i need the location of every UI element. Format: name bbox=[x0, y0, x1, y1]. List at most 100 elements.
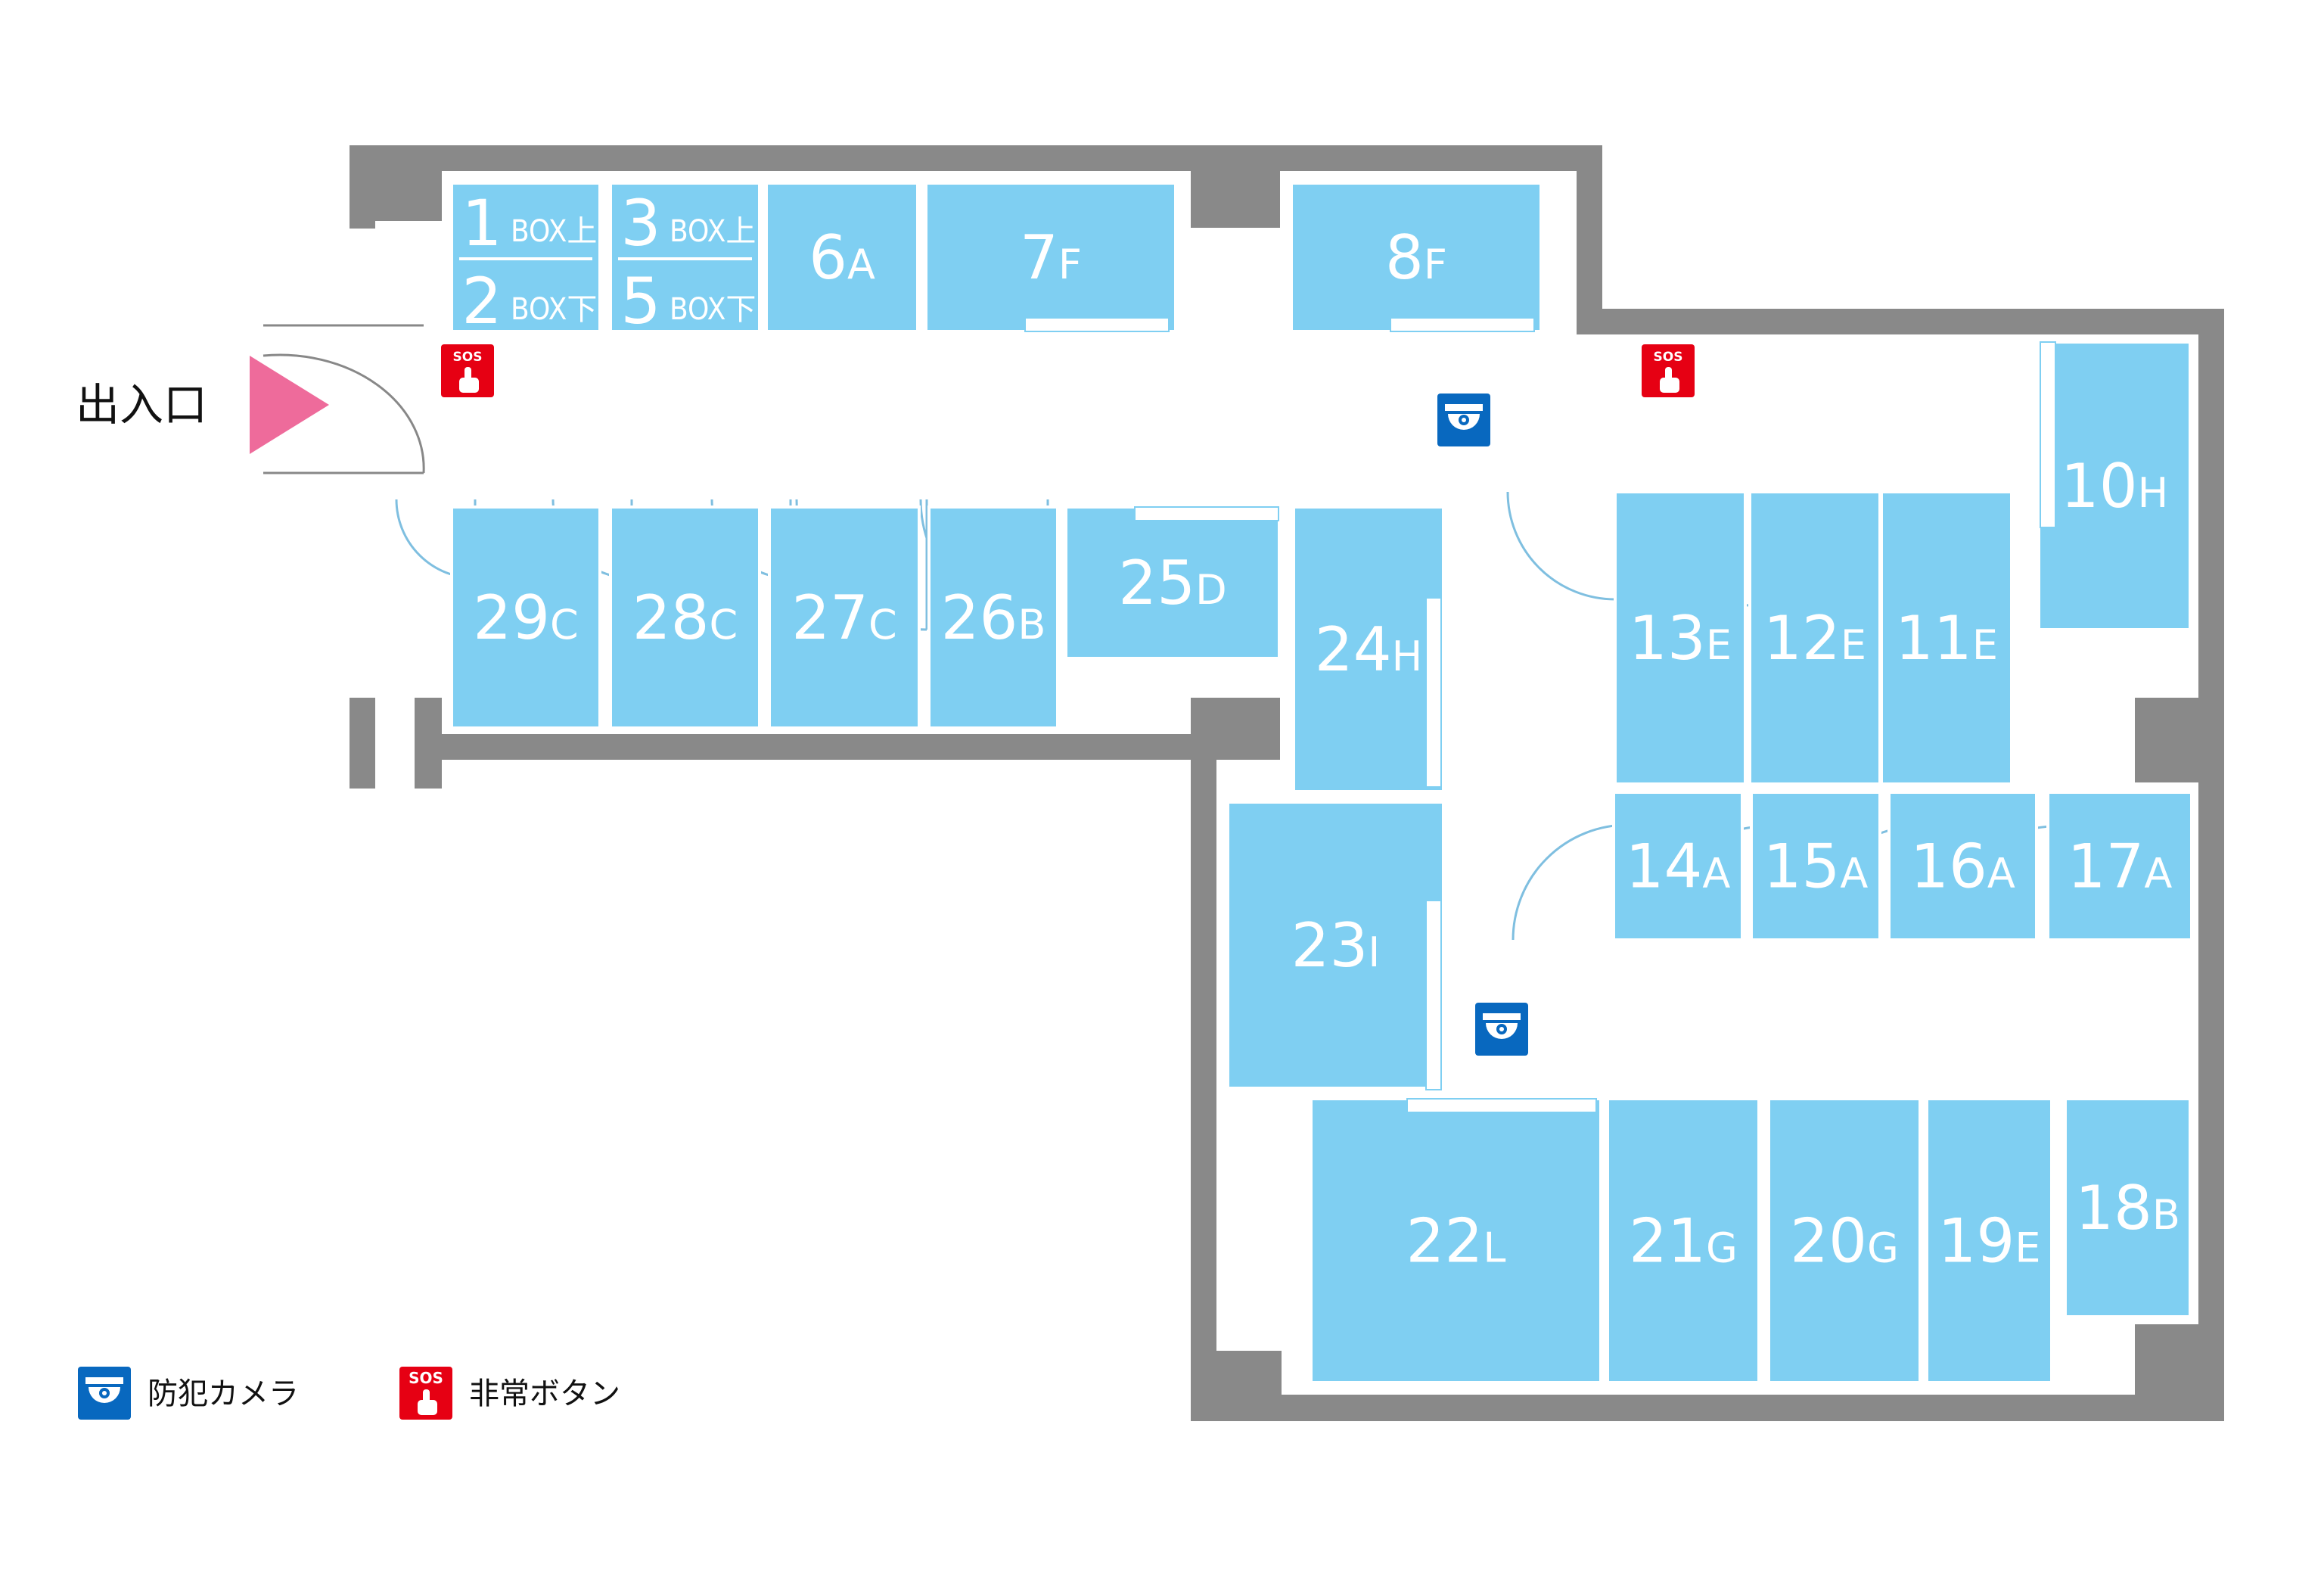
unit-type: B bbox=[1018, 601, 1045, 649]
unit-number: 29 bbox=[473, 583, 550, 653]
security-camera-icon bbox=[1475, 1003, 1528, 1056]
unit-number: 17 bbox=[2068, 832, 2145, 902]
box-number-top: 3 bbox=[620, 186, 660, 260]
unit-type: A bbox=[1702, 850, 1730, 897]
wall bbox=[2135, 698, 2224, 782]
unit-type: F bbox=[1058, 241, 1082, 288]
wall bbox=[1191, 1395, 2224, 1421]
unit-17: 17A bbox=[2046, 791, 2193, 941]
unit-label: 18B bbox=[2075, 1173, 2180, 1243]
unit-block bbox=[1887, 791, 2038, 941]
wall bbox=[1191, 734, 1216, 1421]
unit-block bbox=[1292, 505, 1445, 793]
unit-block bbox=[1767, 1097, 1922, 1384]
wall bbox=[1191, 1351, 1282, 1421]
wall bbox=[1191, 698, 1280, 760]
unit-number: 28 bbox=[632, 583, 710, 653]
legend-label-camera: 防犯カメラ bbox=[148, 1376, 299, 1411]
sos-button-icon: SOS bbox=[441, 344, 494, 397]
unit-number: 10 bbox=[2061, 451, 2138, 521]
unit-7: 7F bbox=[924, 182, 1177, 333]
unit-12: 12E bbox=[1748, 490, 1881, 785]
unit-16: 16A bbox=[1887, 791, 2038, 941]
unit-number: 27 bbox=[791, 583, 868, 653]
unit-label: 15A bbox=[1763, 832, 1869, 902]
unit-type: F bbox=[1424, 241, 1447, 288]
wall bbox=[350, 145, 442, 221]
unit-block bbox=[927, 505, 1059, 729]
unit-type: E bbox=[1841, 621, 1866, 669]
building-walls bbox=[263, 145, 2224, 1421]
unit-block bbox=[1606, 1097, 1760, 1384]
unit-block bbox=[1064, 505, 1281, 660]
unit-block bbox=[2037, 341, 2192, 631]
unit-20: 20G bbox=[1767, 1097, 1922, 1384]
unit-type: A bbox=[1840, 850, 1868, 897]
unit-number: 21 bbox=[1629, 1206, 1706, 1277]
unit-block bbox=[1614, 490, 1747, 785]
security-camera-icon bbox=[78, 1367, 131, 1420]
unit-number: 8 bbox=[1385, 222, 1424, 293]
unit-block bbox=[1750, 791, 1881, 941]
unit-27: 27C bbox=[768, 505, 921, 729]
entrance-opening bbox=[415, 325, 442, 473]
unit-label: 20G bbox=[1790, 1206, 1899, 1277]
unit-type: C bbox=[550, 601, 579, 649]
legend-item-camera: 防犯カメラ bbox=[78, 1367, 299, 1420]
unit-label: 29C bbox=[473, 583, 579, 653]
svg-text:SOS: SOS bbox=[409, 1369, 443, 1387]
entrance-label: 出入口 bbox=[76, 379, 207, 431]
unit-6: 6A bbox=[765, 182, 919, 333]
unit-label: 27C bbox=[791, 583, 897, 653]
unit-block bbox=[450, 505, 601, 729]
unit-number: 24 bbox=[1315, 614, 1392, 685]
unit-type: I bbox=[1368, 929, 1380, 976]
box-label-bottom: BOX下 bbox=[511, 292, 597, 327]
unit-8: 8F bbox=[1290, 182, 1543, 333]
security-camera-icon bbox=[1437, 394, 1490, 446]
unit-29: 29C bbox=[450, 505, 601, 729]
unit-type: D bbox=[1195, 566, 1227, 614]
unit-number: 14 bbox=[1626, 832, 1703, 902]
unit-number: 6 bbox=[809, 222, 847, 293]
unit-block bbox=[1226, 801, 1445, 1090]
unit-block bbox=[2064, 1097, 2192, 1318]
unit-type: L bbox=[1483, 1224, 1505, 1272]
unit-label: 25D bbox=[1118, 548, 1226, 618]
sos-button-icon: SOS bbox=[399, 1367, 452, 1420]
entrance-arrow-icon bbox=[250, 356, 329, 454]
unit-24: 24H bbox=[1292, 505, 1445, 793]
unit-label: 6A bbox=[809, 222, 875, 293]
unit-13: 13E bbox=[1614, 490, 1747, 785]
box-label-top: BOX上 bbox=[511, 214, 597, 249]
unit-number: 12 bbox=[1763, 603, 1841, 673]
unit-label: 13E bbox=[1629, 603, 1732, 673]
wall bbox=[2135, 1324, 2224, 1421]
wall bbox=[2198, 309, 2224, 1421]
unit-11: 11E bbox=[1880, 490, 2013, 785]
wall bbox=[1577, 309, 2224, 334]
unit-type: G bbox=[1867, 1224, 1899, 1272]
entrance-door-swing bbox=[263, 324, 425, 474]
door-threshold bbox=[1390, 317, 1535, 332]
unit-block bbox=[1310, 1097, 1602, 1384]
svg-text:SOS: SOS bbox=[1654, 350, 1683, 365]
unit-label: 24H bbox=[1315, 614, 1422, 685]
unit-label: 11E bbox=[1895, 603, 1998, 673]
unit-number: 19 bbox=[1938, 1206, 2015, 1277]
unit-type: E bbox=[2015, 1224, 2040, 1272]
unit-label: 8F bbox=[1385, 222, 1447, 293]
unit-number: 20 bbox=[1790, 1206, 1867, 1277]
unit-type: A bbox=[2144, 850, 2172, 897]
unit-block bbox=[2046, 791, 2193, 941]
legend-item-sos: SOS 非常ボタン bbox=[399, 1367, 620, 1420]
unit-label: 14A bbox=[1626, 832, 1731, 902]
unit-28: 28C bbox=[609, 505, 761, 729]
unit-21: 21G bbox=[1606, 1097, 1760, 1384]
box-number-bottom: 5 bbox=[620, 264, 660, 338]
door-threshold bbox=[1425, 900, 1442, 1090]
